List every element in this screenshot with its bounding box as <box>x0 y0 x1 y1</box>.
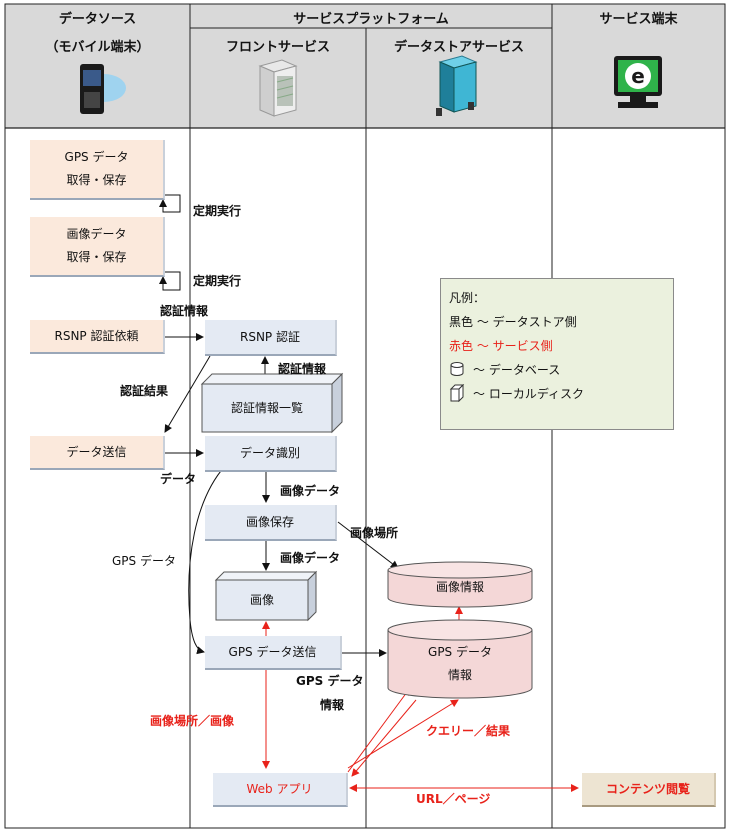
database-icon <box>450 362 464 376</box>
image-3d-box <box>214 570 318 622</box>
image-info-database <box>387 561 533 608</box>
gps-info-database <box>387 619 533 699</box>
col-header-front-service: フロントサービス <box>225 40 330 55</box>
auth-info-right-label: 認証情報 <box>278 362 327 376</box>
col-header-service-platform: サービスプラットフォーム <box>293 12 449 27</box>
gps-data-left-label: GPS データ <box>112 554 176 568</box>
query-result-label: クエリー／結果 <box>426 724 511 738</box>
image-save-box: 画像保存 <box>205 505 337 541</box>
legend-box: 凡例： 黒色 〜 データストア側 赤色 〜 サービス側 〜 データベース 〜 ロ… <box>440 278 674 430</box>
e-terminal-icon: e <box>614 56 662 108</box>
image-data-label-2: 画像データ <box>280 551 341 565</box>
rsnp-auth-box: RSNP 認証 <box>205 320 337 356</box>
gps-data-info-label-1: GPS データ <box>296 674 364 688</box>
contents-view-box: コンテンツ閲覧 <box>582 773 716 807</box>
image-label: 画像 <box>249 592 274 607</box>
web-app-box: Web アプリ <box>213 773 348 807</box>
image-info-label: 画像情報 <box>435 579 484 594</box>
gps-info-label: GPS データ 情報 <box>428 645 492 682</box>
auth-list-3d-box <box>200 372 344 434</box>
col-header-service-terminal: サービス端末 <box>599 12 678 27</box>
periodic-exec-label-1: 定期実行 <box>193 204 242 218</box>
legend-local-disk-label: 〜 ローカルディスク <box>473 386 584 401</box>
mobile-phone-icon <box>80 64 126 114</box>
url-page-label: URL／ページ <box>416 792 491 806</box>
gps-data-send-box: GPS データ送信 <box>205 636 342 670</box>
data-send-box: データ送信 <box>30 436 165 470</box>
local-disk-icon <box>449 384 465 402</box>
gps-acquire-save-box: GPS データ 取得・保存 <box>30 140 165 200</box>
col-header-mobile: （モバイル端末） <box>45 40 150 55</box>
image-data-label-1: 画像データ <box>280 484 341 498</box>
periodic-exec-label-2: 定期実行 <box>193 274 242 288</box>
image-location-label: 画像場所 <box>350 526 399 540</box>
storage-server-icon <box>436 55 478 116</box>
legend-title: 凡例： <box>449 290 486 305</box>
legend-black: 黒色 〜 データストア側 <box>449 314 577 329</box>
image-location-image-label: 画像場所／画像 <box>150 714 235 728</box>
data-label: データ <box>160 472 197 486</box>
server-icon <box>258 59 298 117</box>
legend-database-label: 〜 データベース <box>473 362 561 377</box>
image-acquire-save-box: 画像データ 取得・保存 <box>30 217 165 277</box>
header-background <box>5 4 725 128</box>
auth-info-top-label: 認証情報 <box>160 304 209 318</box>
legend-red: 赤色 〜 サービス側 <box>449 338 553 353</box>
col-header-data-source: データソース <box>58 12 137 27</box>
col-header-datastore-service: データストアサービス <box>393 40 524 55</box>
data-identify-box: データ識別 <box>205 436 337 472</box>
auth-list-label: 認証情報一覧 <box>230 400 303 415</box>
gps-data-info-label-2: 情報 <box>320 698 345 712</box>
legend-database-row: 〜 データベース <box>449 357 665 381</box>
legend-local-disk-row: 〜 ローカルディスク <box>449 381 665 405</box>
auth-result-label: 認証結果 <box>120 384 169 398</box>
svg-text:e: e <box>631 64 645 88</box>
rsnp-auth-request-box: RSNP 認証依頼 <box>30 320 165 354</box>
